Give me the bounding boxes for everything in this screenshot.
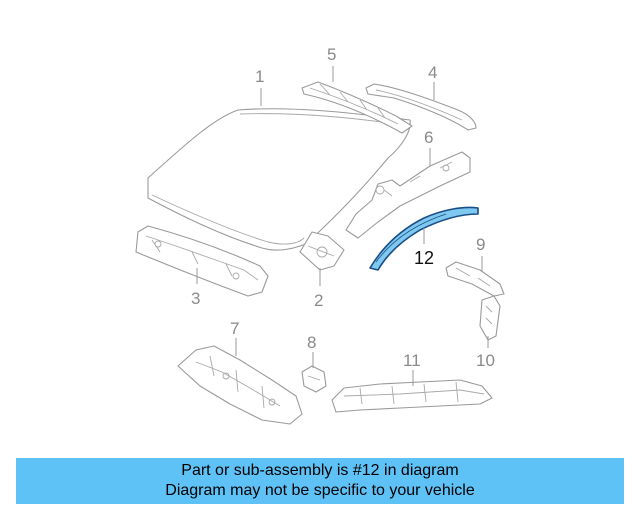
- callout-12: 12: [414, 248, 434, 268]
- parts-diagram: 1 5 4 6 3 2 12: [135, 45, 505, 425]
- callout-6: 6: [424, 128, 433, 147]
- callout-1: 1: [255, 67, 264, 86]
- callout-2: 2: [314, 291, 323, 310]
- part-8-clip[interactable]: [301, 365, 327, 393]
- part-4-roof-rail[interactable]: [365, 83, 477, 131]
- callout-4: 4: [428, 63, 437, 82]
- part-1-roof-panel[interactable]: [147, 108, 411, 251]
- callout-10: 10: [476, 351, 495, 370]
- callout-7: 7: [230, 319, 239, 338]
- callout-11: 11: [403, 351, 421, 370]
- callout-8: 8: [307, 333, 316, 352]
- part-10-vertical-bracket[interactable]: [479, 295, 501, 341]
- banner-line-disclaimer: Diagram may not be specific to your vehi…: [165, 482, 475, 499]
- callout-5: 5: [327, 45, 336, 64]
- banner-line-part: Part or sub-assembly is #12 in diagram: [181, 462, 459, 479]
- part-9-rear-bracket[interactable]: [445, 261, 505, 297]
- part-11-cross-member[interactable]: [331, 379, 493, 413]
- part-3-header-panel[interactable]: [135, 225, 269, 297]
- callout-9: 9: [476, 235, 485, 254]
- part-info-banner: Part or sub-assembly is #12 in diagram D…: [16, 458, 624, 504]
- part-7-rear-reinforcement[interactable]: [177, 345, 303, 425]
- callout-3: 3: [191, 289, 200, 308]
- part-5-front-header[interactable]: [301, 81, 413, 134]
- part-12-rear-roof-rail[interactable]: [369, 206, 479, 271]
- part-6-inner-bracket[interactable]: [345, 151, 471, 239]
